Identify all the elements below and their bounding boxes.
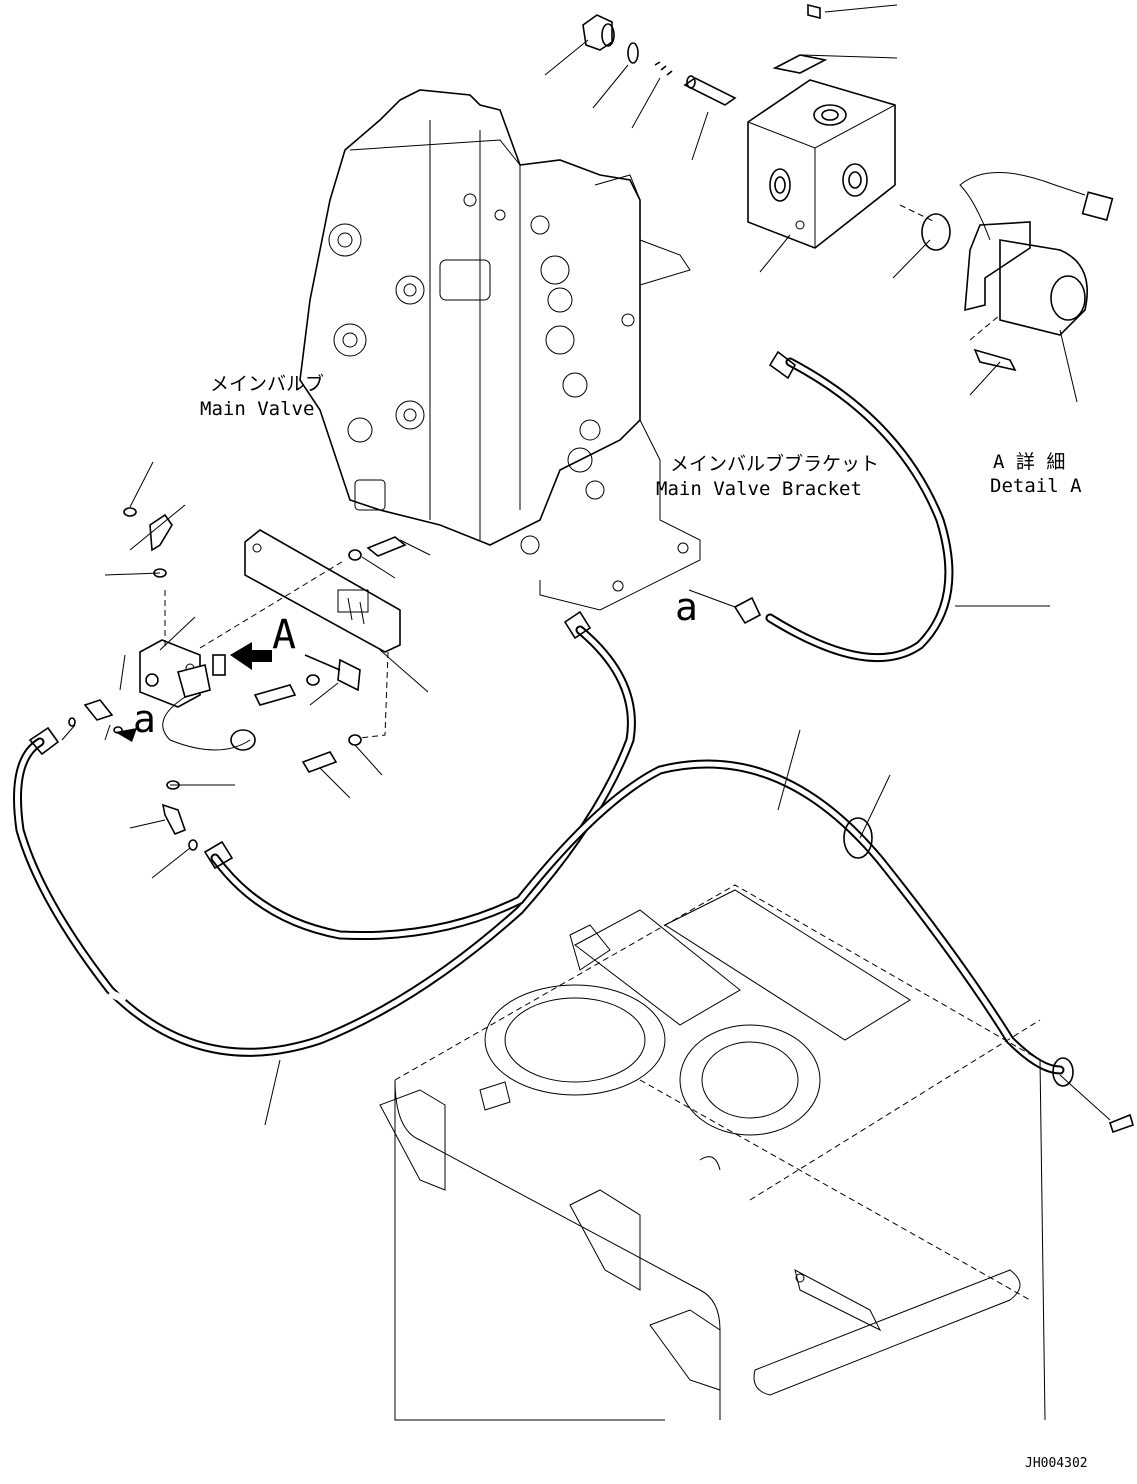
detail-a-assembly xyxy=(582,3,1114,372)
detail-a-label-jp: A 詳 細 xyxy=(993,451,1065,473)
main-valve xyxy=(299,89,641,555)
leader-lines xyxy=(61,4,1111,1126)
drawing-number: JH004302 xyxy=(1025,1456,1088,1471)
main-valve-label-en: Main Valve xyxy=(200,398,314,420)
main-valve-label-jp: メインバルブ xyxy=(210,372,324,395)
view-a-label: A xyxy=(272,612,296,658)
hoses xyxy=(13,350,1134,1134)
mark-a-label-right: a xyxy=(675,585,698,629)
mark-a-label-left: a xyxy=(133,697,156,741)
hydraulic-tank xyxy=(379,884,1046,1421)
detail-a-label-en: Detail A xyxy=(990,475,1082,497)
bracket-label-en: Main Valve Bracket xyxy=(656,478,862,500)
left-valve-assembly xyxy=(68,507,407,851)
bracket-label-jp: メインバルブブラケット xyxy=(670,452,879,475)
main-valve-bracket xyxy=(539,174,701,611)
